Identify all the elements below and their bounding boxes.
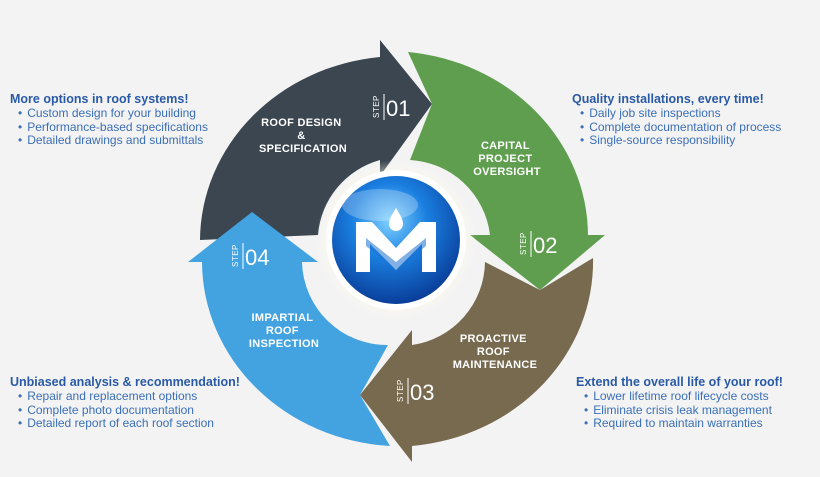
svg-text:STEP: STEP bbox=[519, 232, 528, 255]
step-02-title: CAPITAL PROJECT OVERSIGHT bbox=[473, 140, 541, 178]
info-heading: More options in roof systems! bbox=[10, 92, 189, 106]
info-block-top-right: Quality installations, every time! Daily… bbox=[572, 92, 781, 148]
list-item: Performance-based specifications bbox=[18, 120, 208, 135]
info-list: Custom design for your building Performa… bbox=[10, 106, 208, 148]
info-heading: Unbiased analysis & recommendation! bbox=[10, 375, 240, 389]
step-03-title: PROACTIVE ROOF MAINTENANCE bbox=[453, 333, 538, 371]
orb-highlight bbox=[342, 189, 418, 221]
list-item: Eliminate crisis leak management bbox=[584, 403, 783, 418]
list-item: Single-source responsibility bbox=[580, 133, 781, 148]
segment-step-01 bbox=[200, 40, 432, 240]
list-item: Complete documentation of process bbox=[580, 120, 781, 135]
list-item: Lower lifetime roof lifecycle costs bbox=[584, 389, 783, 404]
svg-text:04: 04 bbox=[245, 245, 269, 270]
svg-text:STEP: STEP bbox=[231, 244, 240, 267]
step-01-marker: STEP 01 bbox=[372, 94, 410, 121]
step-04-title: IMPARTIAL ROOF INSPECTION bbox=[249, 312, 319, 350]
list-item: Detailed report of each roof section bbox=[18, 416, 240, 431]
segment-step-03 bbox=[360, 258, 594, 462]
info-block-top-left: More options in roof systems! Custom des… bbox=[10, 92, 208, 148]
list-item: Complete photo documentation bbox=[18, 403, 240, 418]
info-heading: Quality installations, every time! bbox=[572, 92, 764, 106]
step-01-title: ROOF DESIGN & SPECIFICATION bbox=[259, 117, 347, 155]
list-item: Repair and replacement options bbox=[18, 389, 240, 404]
segment-step-04 bbox=[188, 212, 390, 446]
info-heading: Extend the overall life of your roof! bbox=[576, 375, 783, 389]
info-block-bottom-left: Unbiased analysis & recommendation! Repa… bbox=[10, 375, 240, 431]
m-letter-with-water-drop-icon bbox=[356, 208, 436, 272]
info-block-bottom-right: Extend the overall life of your roof! Lo… bbox=[576, 375, 783, 431]
step-04-marker: STEP 04 bbox=[231, 243, 269, 270]
step-03-marker: STEP 03 bbox=[396, 378, 434, 405]
info-list: Repair and replacement options Complete … bbox=[10, 389, 240, 431]
list-item: Required to maintain warranties bbox=[584, 416, 783, 431]
svg-text:STEP: STEP bbox=[396, 379, 405, 402]
segment-step-02 bbox=[408, 52, 605, 290]
svg-text:02: 02 bbox=[533, 233, 557, 258]
list-item: Detailed drawings and submittals bbox=[18, 133, 208, 148]
svg-text:01: 01 bbox=[386, 96, 410, 121]
info-list: Lower lifetime roof lifecycle costs Elim… bbox=[576, 389, 783, 431]
info-list: Daily job site inspections Complete docu… bbox=[572, 106, 781, 148]
list-item: Custom design for your building bbox=[18, 106, 208, 121]
svg-text:STEP: STEP bbox=[372, 95, 381, 118]
svg-text:03: 03 bbox=[410, 380, 434, 405]
step-02-marker: STEP 02 bbox=[519, 231, 557, 258]
list-item: Daily job site inspections bbox=[580, 106, 781, 121]
